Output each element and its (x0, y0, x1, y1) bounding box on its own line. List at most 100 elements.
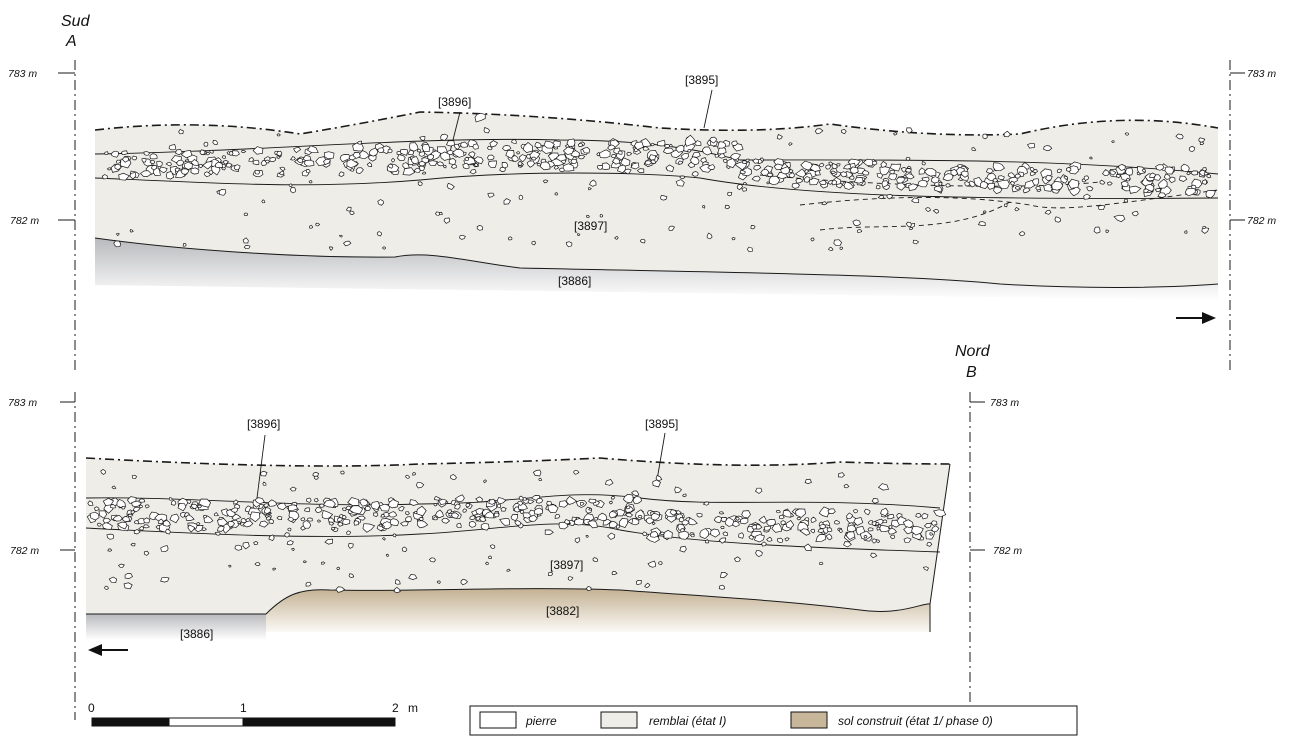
backfill-bottom (86, 458, 950, 614)
stone (348, 542, 354, 549)
stone (620, 157, 631, 167)
point-a: A (65, 33, 77, 50)
stone (418, 517, 424, 522)
stone (258, 520, 269, 528)
stone (889, 169, 896, 175)
stone (562, 146, 575, 155)
stone (810, 516, 817, 524)
stone (890, 163, 902, 172)
stone (761, 541, 767, 547)
stone (289, 187, 296, 194)
scale-unit: m (408, 701, 418, 715)
stone (542, 179, 549, 184)
stone (809, 163, 821, 172)
stone (214, 531, 221, 536)
stone (659, 531, 666, 535)
stone (107, 548, 113, 552)
stone (362, 523, 376, 533)
stone (377, 147, 385, 153)
stone (396, 154, 406, 161)
stone (563, 518, 571, 525)
stone (1141, 168, 1146, 173)
stone (338, 234, 343, 238)
stone (376, 231, 382, 237)
stone (312, 471, 320, 477)
stone (267, 499, 278, 507)
stone (1124, 132, 1129, 136)
stone (309, 224, 313, 229)
stone (1008, 176, 1018, 183)
elevation-ticks (58, 72, 1245, 551)
stone (170, 499, 177, 506)
stone (821, 201, 828, 206)
stone (433, 503, 438, 507)
stone (724, 204, 731, 210)
stone (945, 183, 951, 188)
stone (880, 507, 889, 517)
stone (483, 479, 487, 484)
stone (1099, 179, 1106, 185)
stone (106, 533, 115, 540)
stone (938, 181, 943, 186)
stone (741, 187, 748, 192)
stone (875, 539, 880, 544)
stone (433, 516, 439, 521)
stone (826, 527, 833, 533)
stone (336, 566, 341, 570)
stone (286, 540, 294, 546)
stone (905, 221, 912, 228)
stone (382, 246, 386, 250)
stone (679, 175, 686, 179)
stone (983, 210, 987, 214)
stone (218, 189, 227, 196)
stone (121, 506, 126, 510)
stone (921, 161, 926, 166)
stone (1097, 205, 1106, 211)
stone (191, 503, 199, 510)
stone (652, 479, 661, 488)
stone (436, 580, 441, 584)
stone (588, 187, 592, 191)
stone (208, 170, 214, 176)
stone (700, 157, 707, 164)
stone (566, 495, 578, 505)
stone (306, 497, 312, 503)
stone (527, 499, 535, 505)
stone (180, 168, 190, 175)
stone (1120, 180, 1129, 188)
stone (402, 167, 416, 176)
stone (906, 127, 913, 134)
scale-tick-2: 2 (392, 701, 399, 715)
stone (679, 527, 685, 533)
stone (416, 482, 425, 489)
stone (960, 170, 969, 178)
stone (655, 474, 663, 482)
stone (1155, 164, 1165, 171)
stone (702, 501, 710, 506)
stone (180, 150, 193, 159)
leader-3896-bottom (255, 434, 266, 507)
stone (462, 508, 467, 513)
stone (1184, 187, 1196, 197)
stone (408, 574, 418, 580)
stone (321, 561, 326, 565)
stone (353, 520, 360, 526)
stone (755, 487, 763, 494)
stone (825, 164, 832, 170)
stone (202, 161, 213, 170)
stone (1131, 211, 1139, 217)
stone (127, 513, 134, 518)
stone (446, 182, 455, 190)
stone (1206, 174, 1212, 179)
stone (387, 163, 394, 169)
stone (454, 503, 461, 510)
stone (510, 139, 517, 144)
stone (475, 508, 484, 516)
stone (753, 165, 762, 171)
stone (340, 470, 345, 475)
stone (867, 527, 874, 532)
stone (718, 537, 727, 544)
stone (986, 182, 995, 190)
stone (604, 478, 614, 486)
stone (696, 512, 703, 518)
